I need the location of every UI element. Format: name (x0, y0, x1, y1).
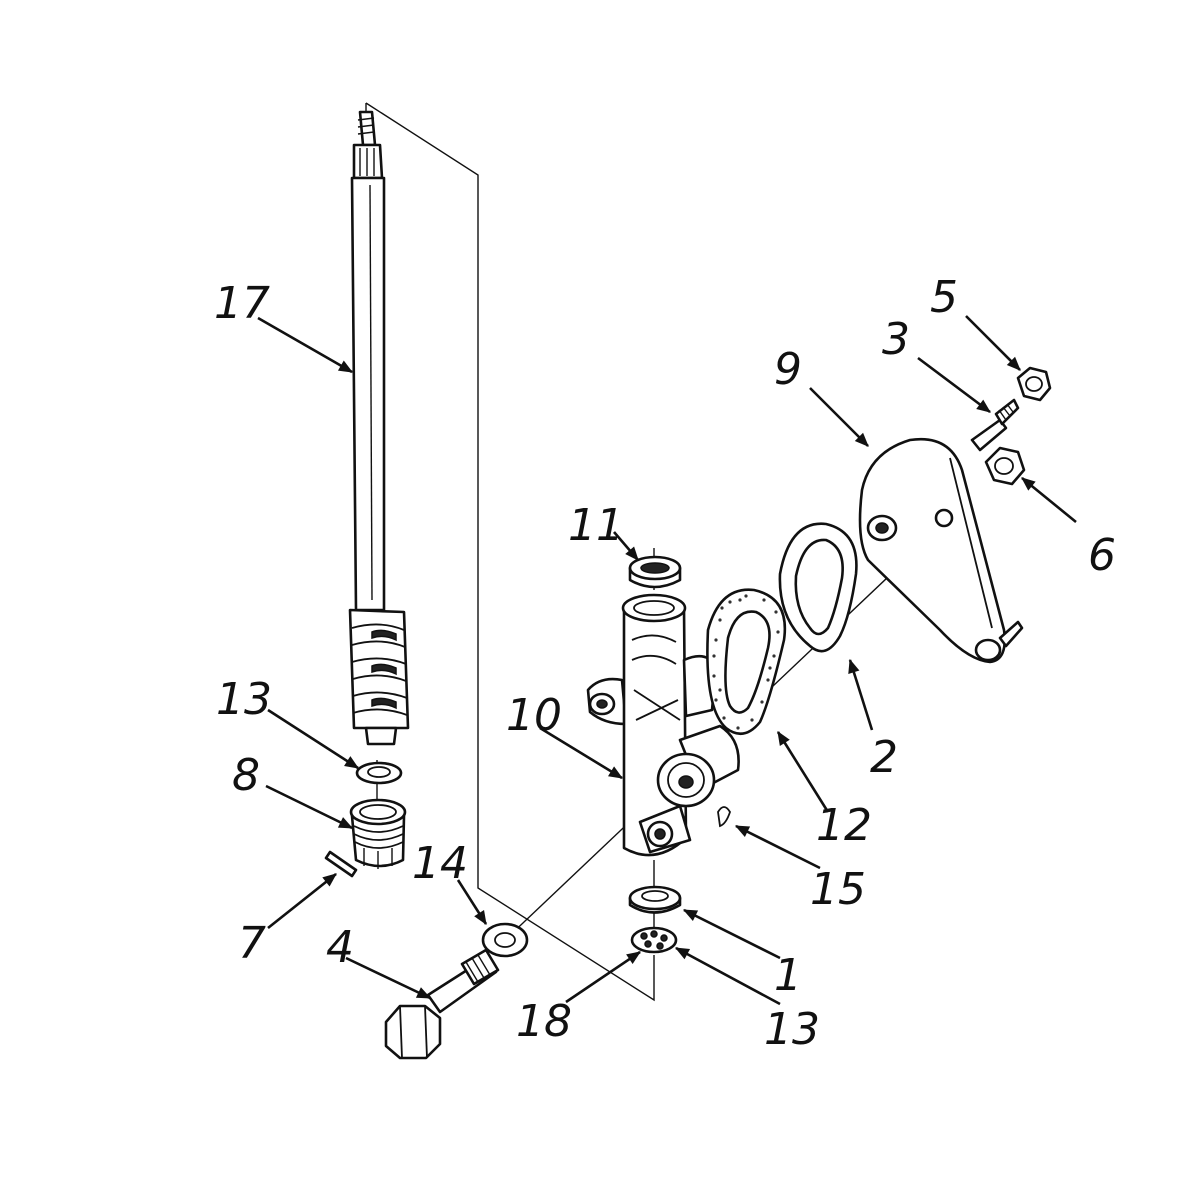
washer-part-14 (456, 879, 529, 958)
callout-14: 14 (412, 838, 468, 889)
oring-part-2 (778, 522, 874, 731)
gasket-part-12 (706, 588, 830, 813)
callout-7: 7 (238, 918, 266, 969)
callout-17: 17 (214, 278, 270, 329)
callout-2: 2 (870, 732, 898, 783)
callout-13-lower: 13 (764, 1004, 820, 1055)
callout-13-upper: 13 (216, 674, 272, 725)
callout-6: 6 (1088, 530, 1116, 581)
callout-4: 4 (326, 922, 354, 973)
callout-15: 15 (810, 864, 866, 915)
callout-12: 12 (816, 800, 872, 851)
callout-1: 1 (774, 950, 802, 1001)
housing-part-10 (539, 593, 740, 857)
callout-5: 5 (930, 272, 958, 323)
clip-part-15 (717, 806, 821, 870)
stud-part-3 (917, 356, 1020, 452)
nut-part-6 (984, 446, 1077, 524)
callout-8: 8 (232, 750, 260, 801)
filter-part-18 (565, 926, 781, 1006)
pin-part-7 (267, 850, 358, 930)
shaft-part-17 (257, 110, 410, 746)
washer-part-1 (628, 885, 781, 960)
nut-part-5 (965, 315, 1052, 402)
callout-10: 10 (506, 690, 562, 741)
callout-18: 18 (516, 996, 572, 1047)
callout-11: 11 (568, 500, 624, 551)
plate-part-9 (809, 387, 1024, 664)
callout-labels: 17 5 3 9 11 6 13 10 2 8 12 14 15 7 4 1 1… (214, 272, 1116, 1055)
callout-9: 9 (774, 344, 802, 395)
callout-3: 3 (882, 314, 910, 365)
washer-part-13-upper (267, 708, 403, 785)
leader-17 (257, 316, 354, 374)
nut-part-8 (265, 784, 407, 869)
bolt-part-4 (345, 948, 500, 1060)
seal-part-11 (613, 531, 682, 589)
